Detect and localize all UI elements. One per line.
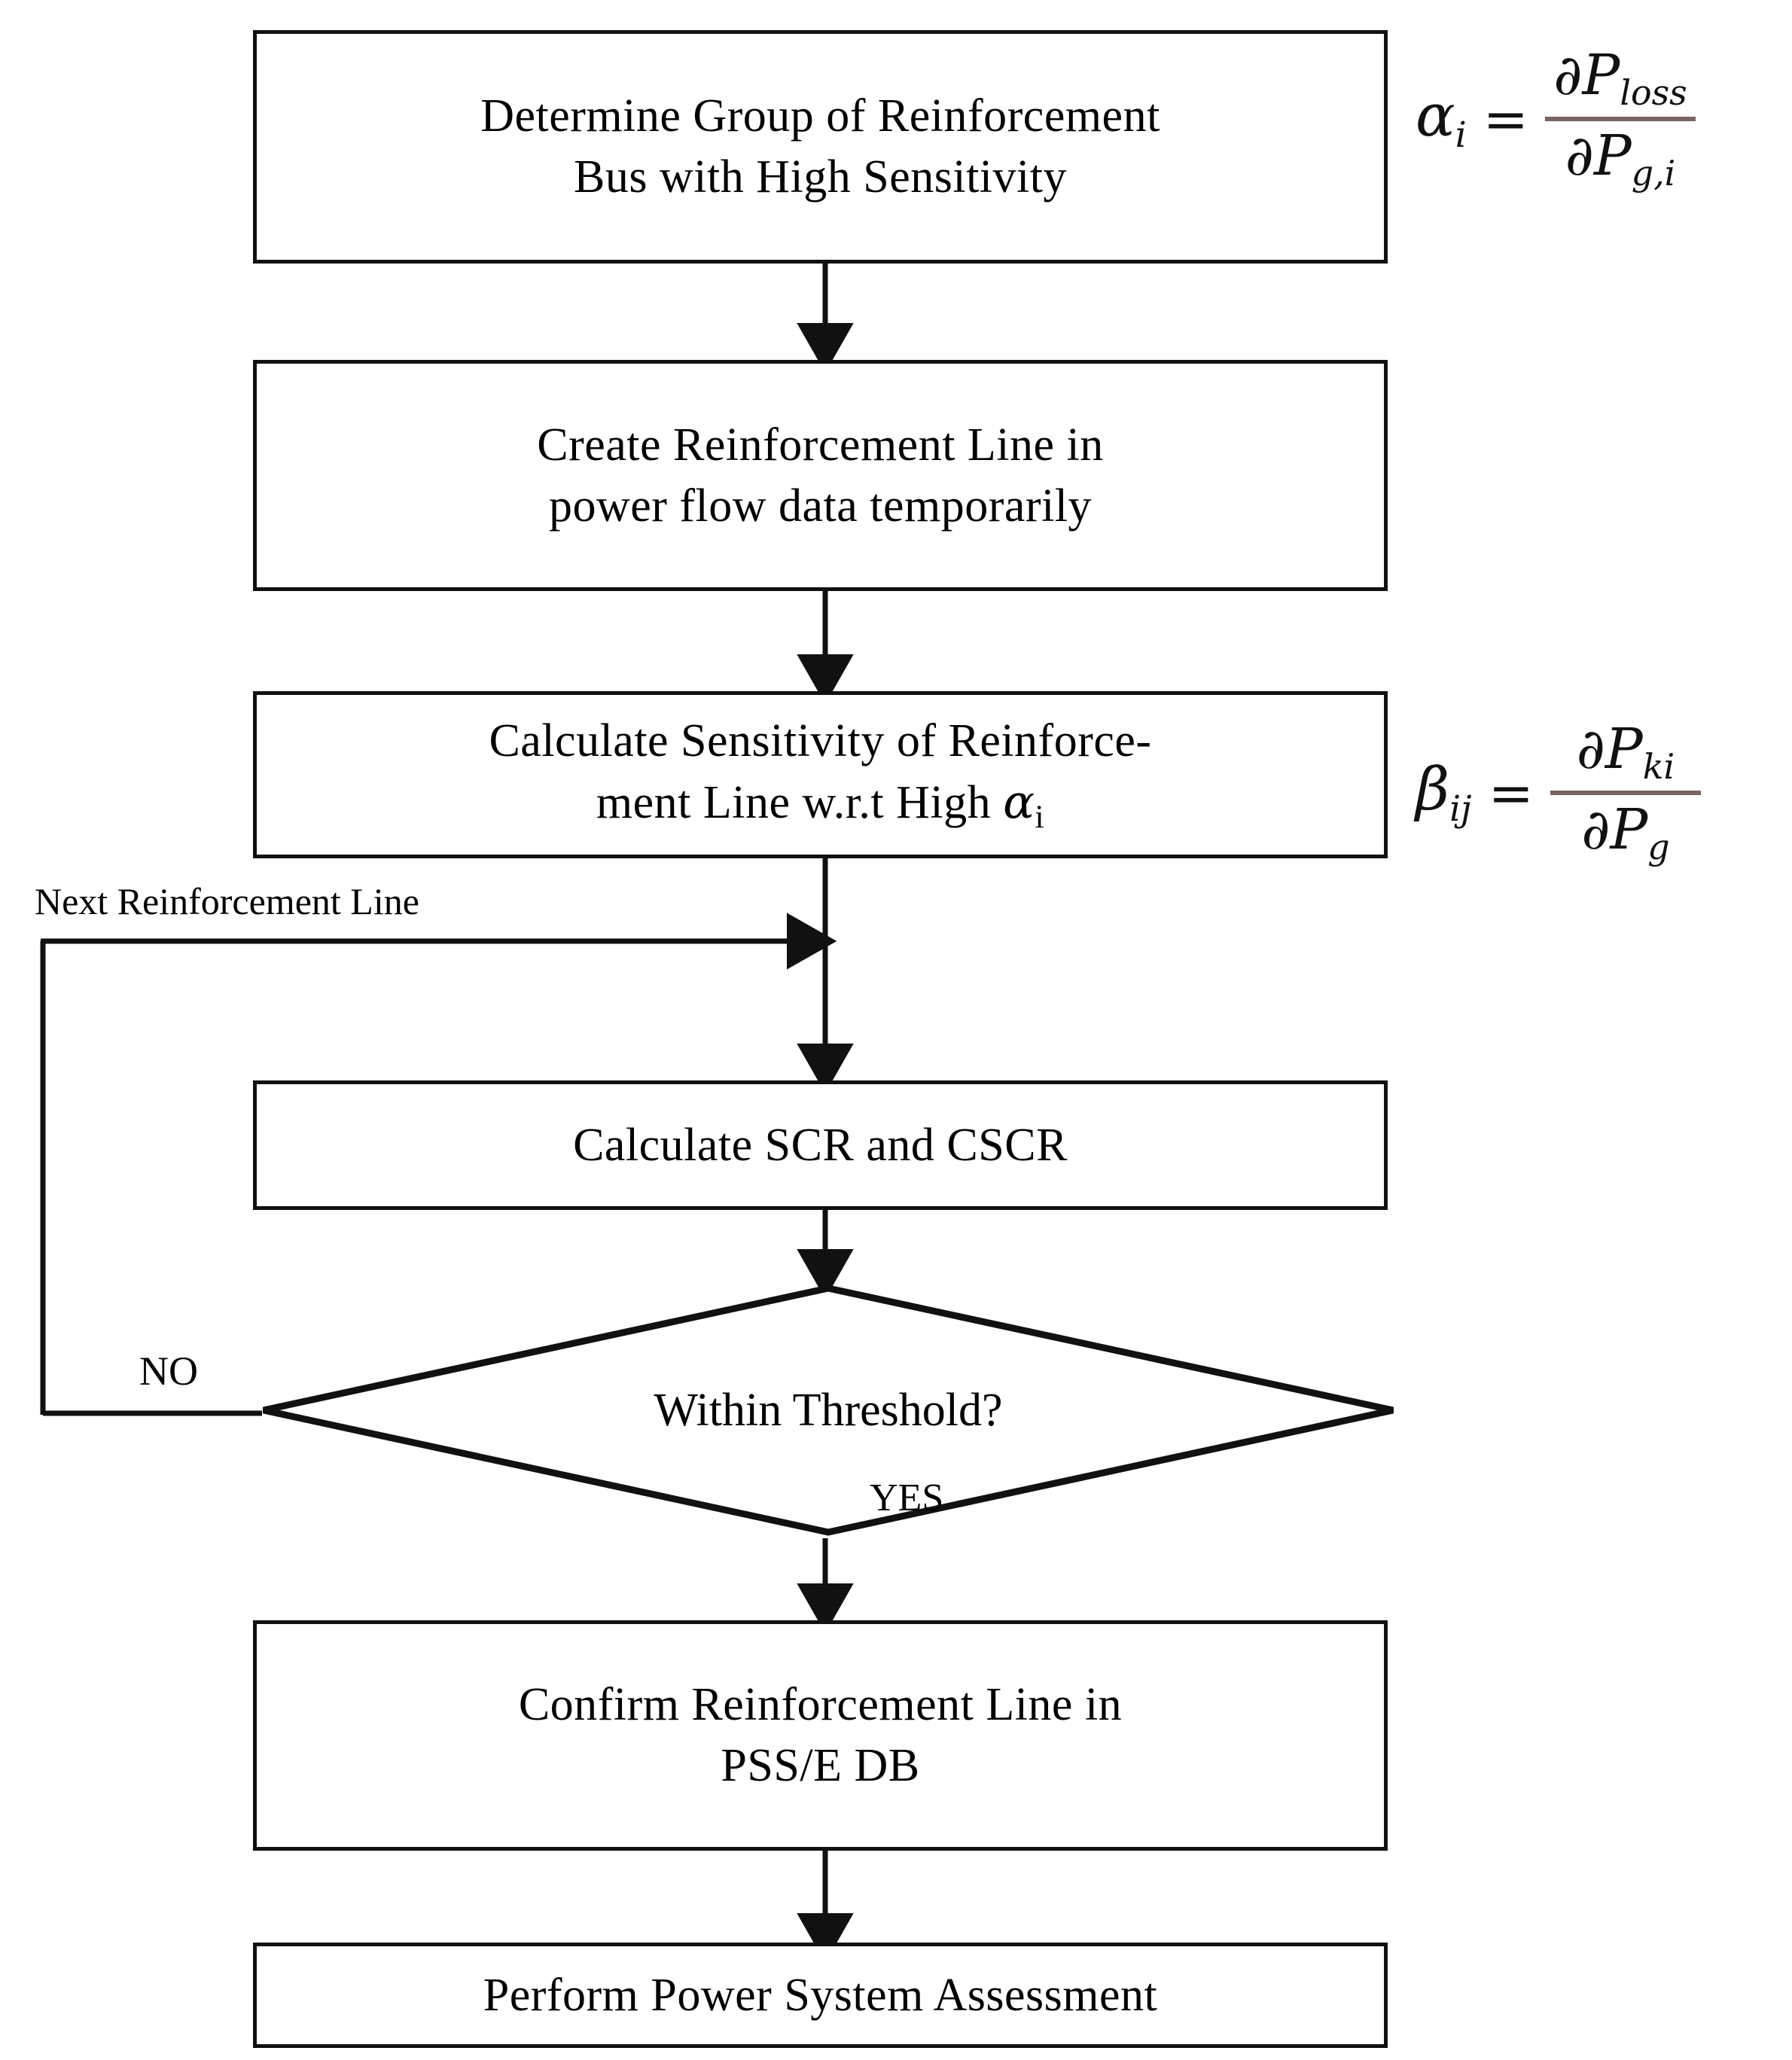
formula-alpha-bar — [1544, 116, 1696, 121]
formula-alpha-denominator: ∂Pg,i — [1565, 123, 1676, 194]
formula-beta-denominator: ∂Pg — [1581, 797, 1670, 867]
node-perform-assessment[interactable]: Perform Power System Assessment — [253, 1943, 1388, 2048]
node-calculate-sensitivity[interactable]: Calculate Sensitivity of Reinforce-ment … — [253, 691, 1388, 858]
alpha-subscript-inline: i — [1035, 799, 1045, 836]
diamond-shape — [260, 1284, 1397, 1536]
formula-beta-numerator: ∂Pki — [1576, 717, 1675, 787]
formula-beta-lhs: βij — [1416, 755, 1472, 830]
edge-label-yes: YES — [870, 1476, 944, 1519]
formula-beta-bar — [1550, 790, 1701, 795]
node-calculate-sensitivity-label: Calculate Sensitivity of Reinforce-ment … — [489, 715, 1152, 836]
formula-beta: βij = ∂Pki ∂Pg — [1416, 719, 1701, 867]
formula-alpha-fraction: ∂Ploss ∂Pg,i — [1544, 43, 1696, 194]
node-calculate-scr-cscr[interactable]: Calculate SCR and CSCR — [253, 1080, 1388, 1210]
edge-label-no: NO — [139, 1348, 198, 1394]
node-within-threshold[interactable]: Within Threshold? — [260, 1284, 1397, 1536]
node-perform-assessment-label: Perform Power System Assessment — [483, 1969, 1158, 2021]
formula-alpha-lhs: αi — [1416, 81, 1467, 156]
formula-alpha-numerator: ∂Ploss — [1553, 43, 1687, 113]
node-calculate-scr-cscr-label: Calculate SCR and CSCR — [573, 1119, 1068, 1171]
formula-alpha-equals: = — [1483, 87, 1528, 151]
edge-label-next-reinforcement-line: Next Reinforcement Line — [35, 880, 419, 922]
formula-beta-fraction: ∂Pki ∂Pg — [1550, 719, 1701, 867]
formula-beta-equals: = — [1488, 760, 1534, 824]
alpha-symbol-inline: α — [1003, 774, 1035, 830]
formula-alpha: αi = ∂Ploss ∂Pg,i — [1416, 45, 1696, 193]
